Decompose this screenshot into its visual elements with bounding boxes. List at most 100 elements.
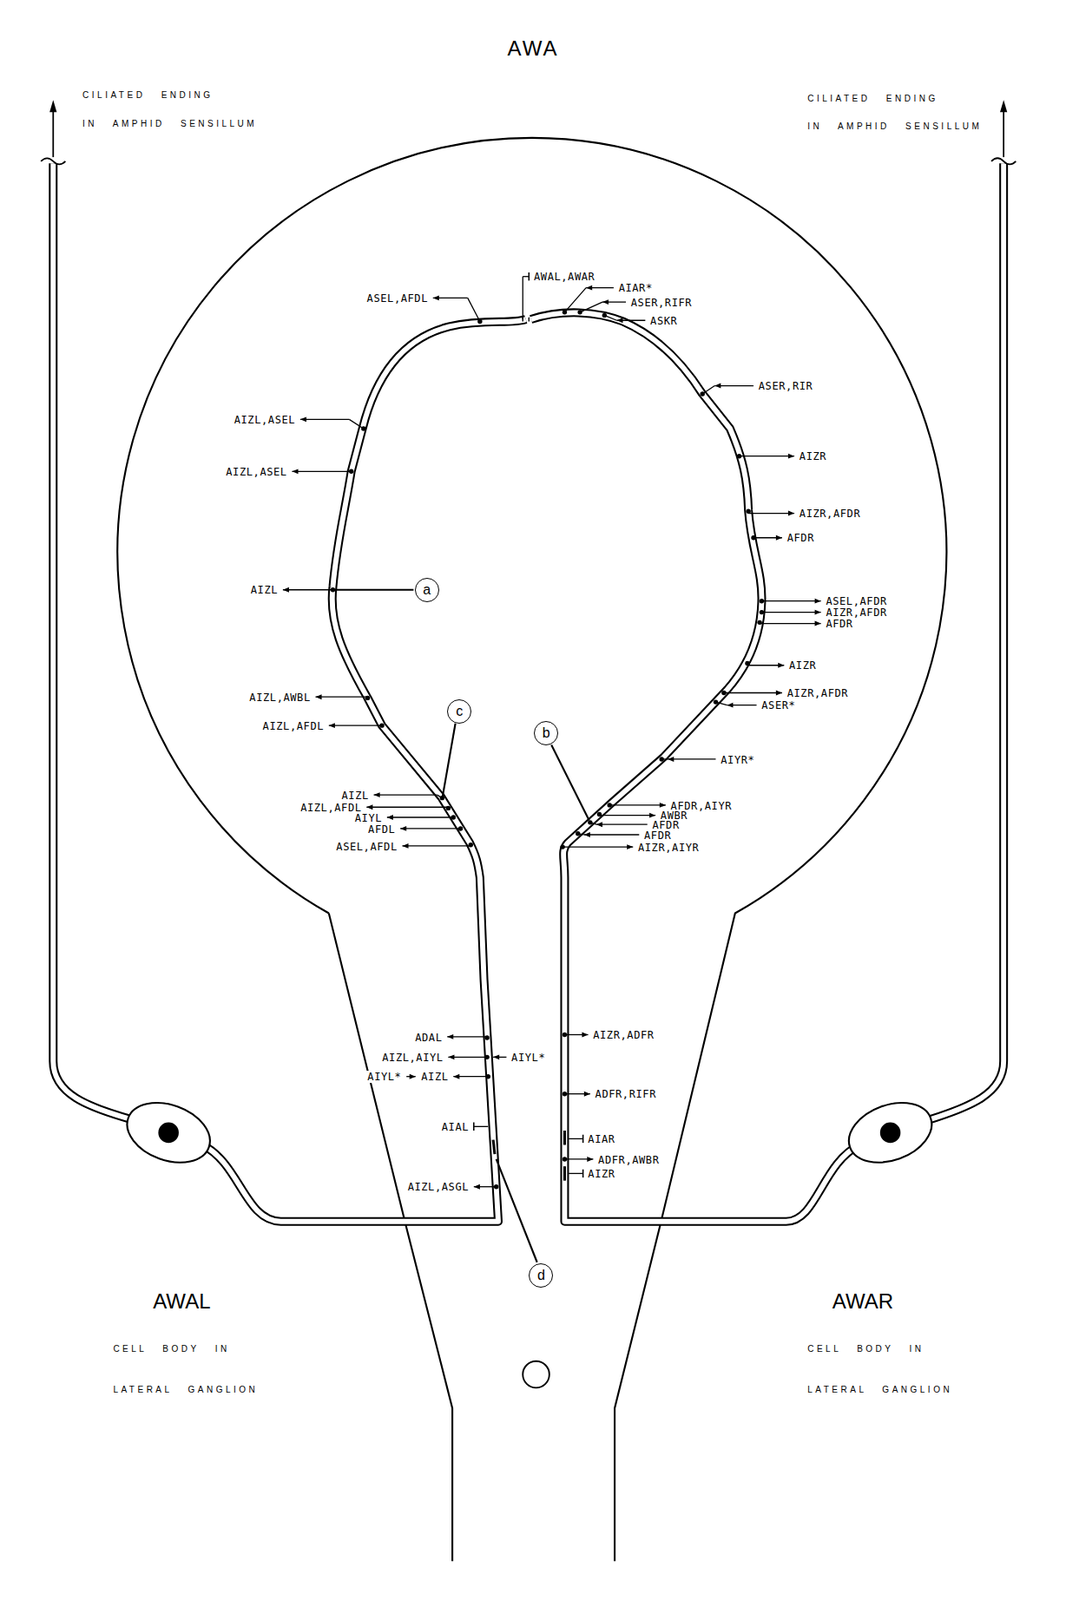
- label-text: AIZL,ASGL: [407, 1181, 470, 1194]
- neuron-process: [531, 163, 1004, 1223]
- label-text: AIZR,AIYR: [637, 842, 700, 855]
- synapse-partner-label: ASEL,AFDL: [366, 292, 429, 304]
- arrowhead: [776, 690, 783, 697]
- synapse-partner-label: AIZL,AIYL: [381, 1052, 444, 1064]
- label-text: AWAL: [151, 1289, 211, 1314]
- arrowhead: [493, 1054, 500, 1060]
- synapse-partner-label: ASER*: [760, 699, 797, 711]
- break-mark: [40, 157, 66, 165]
- synapse-arrow: [291, 471, 351, 473]
- callout-letter: d: [537, 1269, 546, 1284]
- synapse-partner-label: AIZL,ASGL: [407, 1181, 470, 1193]
- synapse-partner-label: AIZR,AIYR: [637, 842, 700, 854]
- label-text: AFDR: [643, 829, 672, 843]
- neuron-name: AWAL: [151, 1291, 211, 1313]
- synapse-partner-label: AIZR,AFDR: [824, 606, 888, 619]
- arrowhead: [282, 587, 290, 593]
- synapse-partner-label: AIZR: [798, 450, 828, 462]
- synapse-dot: [365, 696, 370, 701]
- callout-leader: [551, 744, 590, 821]
- arrowhead: [584, 1092, 591, 1098]
- gap-junction-mark: [493, 1131, 565, 1182]
- break-mark: [991, 157, 1016, 165]
- synapse-dot: [713, 699, 718, 705]
- arrowhead: [409, 1074, 416, 1080]
- annotation-label: CILIATED ENDING: [806, 90, 939, 105]
- label-text: CILIATED ENDING: [81, 90, 214, 100]
- label-text: ASEL,AFDL: [335, 841, 398, 854]
- synapse-partner-label: AIAR: [586, 1133, 616, 1145]
- label-text: AIZR,AFDR: [786, 687, 849, 700]
- synapse-partner-label: AIYL*: [510, 1052, 547, 1064]
- label-text: ASER*: [760, 699, 797, 712]
- synapse-partner-label: AIZL,ASEL: [224, 466, 288, 478]
- synapse-arrow: [723, 692, 783, 694]
- continuation-arrow: [1002, 110, 1005, 158]
- synapse-partner-label: AWAL,AWAR: [533, 270, 596, 283]
- synapse-partner-label: ASKR: [649, 315, 678, 327]
- arrowhead: [815, 598, 822, 605]
- synapse-leader: [579, 302, 603, 313]
- arrowhead: [581, 1033, 588, 1039]
- synapse-partner-label: ASEL,AFDR: [824, 595, 888, 607]
- arrowhead: [602, 299, 609, 305]
- synapse-arrow: [739, 455, 796, 457]
- synapse-arrow: [748, 513, 795, 514]
- synapse-partner-label: ASEL,AFDL: [335, 841, 398, 853]
- synapse-arrow: [300, 419, 349, 421]
- synapse-partner-label: AIZL,ASEL: [233, 414, 297, 426]
- callout-letter: a: [422, 583, 431, 598]
- synapse-partner-label: ASER,RIFR: [630, 296, 693, 309]
- synapse-dot: [477, 319, 482, 324]
- annotation-label: IN AMPHID SENSILLUM: [81, 115, 258, 130]
- callout-leader: [335, 589, 415, 592]
- arrowhead: [433, 295, 440, 301]
- arrowhead: [447, 1034, 454, 1040]
- gap-junction-mark: [493, 1140, 495, 1155]
- synapse-partner-label: AIYL: [354, 812, 383, 824]
- cell-body: [118, 1092, 219, 1174]
- gap-junction-symbol: [582, 1135, 585, 1144]
- neuron-process: [531, 163, 1004, 1223]
- arrowhead: [626, 844, 633, 850]
- label-text: AIZL,AFDL: [262, 720, 325, 733]
- callout-leader: [335, 590, 590, 1264]
- label-text: AWAR: [831, 1289, 895, 1314]
- label-text: AIZL,ASEL: [233, 414, 297, 427]
- synapse-arrow: [400, 828, 461, 830]
- arrowhead: [400, 826, 407, 832]
- synapse-arrow: [563, 846, 633, 848]
- synapse-arrow: [282, 589, 334, 591]
- diagram-title: AWA: [506, 38, 560, 60]
- neuron-process: [52, 163, 526, 1223]
- synapse-arrow: [315, 697, 369, 698]
- label-text: IN AMPHID SENSILLUM: [81, 118, 258, 129]
- synapse-partner-label: AIZR,ADFR: [592, 1029, 655, 1041]
- arrowhead: [777, 663, 784, 669]
- synapse-dot: [602, 313, 607, 318]
- label-text: AIAR: [586, 1133, 616, 1146]
- arrowhead: [788, 511, 795, 517]
- synapse-arrow: [759, 623, 822, 625]
- neuron-process: [52, 163, 1004, 1223]
- synapse-marks: [282, 272, 822, 1191]
- label-text: AIZR: [788, 659, 817, 672]
- annotation-label: IN AMPHID SENSILLUM: [806, 118, 983, 132]
- callout-circle: a: [414, 578, 440, 603]
- diagram-title: AWA: [506, 36, 560, 60]
- gap-junction-symbol: [568, 1138, 583, 1140]
- label-text: AIYL*: [510, 1052, 547, 1065]
- label-text: ASKR: [649, 315, 678, 328]
- arrowhead: [401, 843, 408, 849]
- neuron-process: [52, 163, 526, 1223]
- label-text: AIZL,AFDL: [299, 802, 362, 815]
- arrowhead: [447, 1054, 455, 1060]
- label-text: AIZR: [586, 1168, 616, 1181]
- synapse-partner-label: ASER,RIR: [757, 380, 815, 392]
- label-text: LATERAL GANGLION: [806, 1385, 954, 1396]
- arrowhead: [1000, 99, 1007, 112]
- arrowhead: [315, 694, 323, 700]
- callout-leader: [496, 1159, 538, 1264]
- label-text: AFDR: [824, 618, 854, 631]
- label-text: AIYL: [354, 812, 383, 825]
